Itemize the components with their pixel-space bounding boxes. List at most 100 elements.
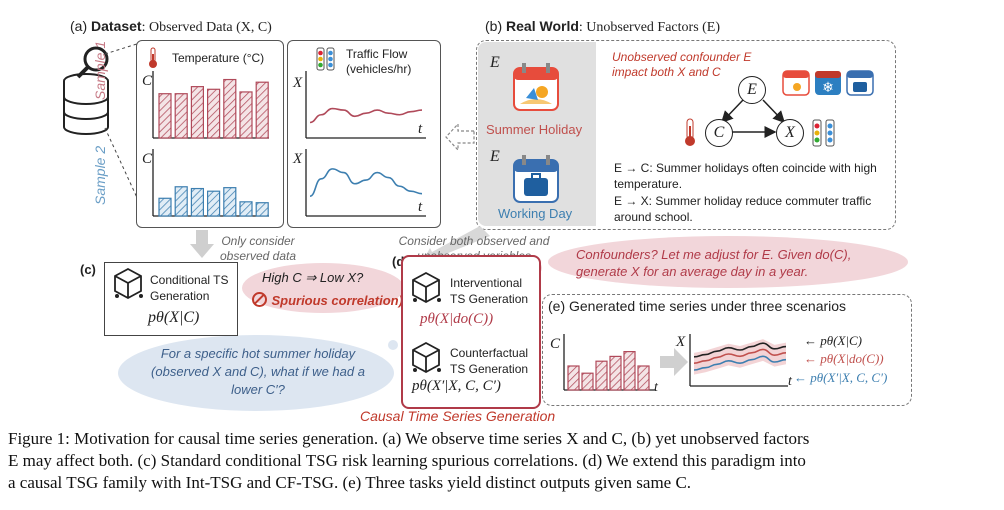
axis-x-label-s1: X [293, 75, 303, 91]
only-observed-text: Only consider observed data [219, 234, 297, 263]
thermometer-icon-b [684, 118, 696, 153]
panel-a-title: (a) Dataset: Observed Data (X, C) [70, 18, 272, 35]
e-bar-3 [609, 355, 622, 391]
temp-bar-s2-5 [239, 201, 253, 217]
causal-graph [720, 99, 786, 138]
panel-d-box [401, 255, 541, 409]
panel-b-box [476, 40, 896, 230]
temp-bar-s1-0 [158, 93, 172, 139]
panel-e-box [542, 294, 912, 406]
e-line-cond [693, 342, 787, 358]
e-to-c-text: E → C: Summer holidays often coincide wi… [614, 161, 877, 191]
temp-bar-s1-2 [190, 86, 205, 139]
e-axis-t2: t [788, 374, 792, 389]
sample2-label: Sample 2 [92, 145, 108, 205]
counterfactual-bubble-text: For a specific hot summer holiday (obser… [151, 346, 365, 397]
cube-icon-int [408, 270, 444, 311]
traffic-line-s1 [309, 107, 423, 124]
spurious-question: High C ⇒ Low X? [262, 270, 364, 285]
e-bar-4 [623, 351, 636, 391]
counterfactual-title: Counterfactual TS Generation [450, 346, 529, 376]
interventional-formula: pθ(X|do(C)) [420, 311, 494, 327]
counterfactual-bubble [118, 335, 394, 411]
axis-c-label-s1: C [142, 73, 153, 89]
axis-c-label-s2: C [142, 151, 153, 167]
axis-t-label-x2: t [418, 199, 423, 215]
cube-icon-c [110, 266, 146, 307]
caption-line-1: Figure 1: Motivation for causal time ser… [8, 429, 810, 448]
e-label-bottom: E [490, 148, 500, 165]
temp-bar-s2-6 [255, 202, 269, 217]
traffic-line-s2 [309, 168, 423, 197]
node-x: X [776, 119, 804, 147]
e-line-int [693, 348, 787, 364]
axis-x-label-s2: X [293, 151, 303, 167]
temp-bar-s1-1 [174, 93, 188, 139]
panel-e-title: (e) Generated time series under three sc… [548, 298, 847, 314]
panel-e-charts [563, 334, 788, 391]
e-bar-0 [567, 365, 580, 391]
panel-c-label: (c) [80, 262, 96, 277]
summer-label: Summer Holiday [486, 122, 583, 137]
temp-bar-s1-5 [239, 91, 253, 139]
work-calendar-icon [512, 154, 560, 209]
node-e: E [738, 76, 766, 104]
caption-line-2: E may affect both. (c) Standard conditio… [8, 451, 806, 470]
e-bar-5 [637, 365, 650, 391]
legend-cond: ← pθ(X|C) [804, 333, 862, 348]
temp-bar-s2-0 [158, 197, 172, 217]
counterfactual-formula: pθ(X′|X, C, C′) [412, 378, 501, 394]
temp-bar-s2-1 [174, 186, 188, 217]
causal-tsg-footer: Causal Time Series Generation [360, 408, 556, 424]
legend-cf: ← pθ(X′|X, C, C′) [794, 370, 888, 385]
down-arrow-a [190, 230, 214, 258]
temp-bar-s2-2 [190, 187, 205, 217]
e-axis-c: C [550, 336, 561, 352]
confounder-bubble [548, 236, 908, 288]
e-to-x-text: E → X: Summer holiday reduce commuter tr… [614, 194, 872, 224]
panel-b-title: (b) Real World: Unobserved Factors (E) [485, 18, 721, 35]
summer-calendar-icon [512, 62, 560, 117]
confounder-note: Unobserved confounder E impact both X an… [612, 50, 752, 79]
traffic-light-icon-b [812, 118, 838, 153]
legend-int: ← pθ(X|do(C)) [804, 351, 884, 366]
e-line-cf [693, 355, 787, 371]
temp-bar-s2-3 [206, 190, 221, 217]
calendar-icons-row: ❄ [782, 68, 876, 103]
interventional-title: Interventional TS Generation [450, 276, 529, 306]
conditional-formula: pθ(X|C) [148, 309, 200, 326]
traffic-light-icon [316, 47, 336, 78]
caption-line-3: a causal TSG family with Int-TSG and CF-… [8, 473, 692, 492]
temp-bar-s1-3 [206, 88, 221, 139]
e-axis-t1: t [654, 380, 658, 395]
traffic-label: Traffic Flow (vehicles/hr) [346, 47, 412, 76]
spurious-bubble [242, 263, 404, 313]
figure-caption: Figure 1: Motivation for causal time ser… [8, 428, 998, 494]
diagonal-arrow-d [422, 226, 490, 262]
thermometer-icon [148, 47, 158, 74]
temperature-box: Temperature (°C) C t C t [136, 40, 284, 228]
e-right-arrow [660, 348, 688, 376]
temp-bar-s1-4 [223, 78, 237, 139]
node-c: C [705, 119, 733, 147]
working-label: Working Day [498, 206, 573, 221]
traffic-charts [305, 71, 426, 217]
panel-c-box [104, 262, 238, 336]
conditional-title: Conditional TS Generation [150, 273, 229, 303]
temperature-label: Temperature (°C) [172, 51, 265, 65]
e-bar-2 [595, 360, 608, 391]
e-axis-x: X [676, 334, 686, 350]
confounder-bubble-text: Confounders? Let me adjust for E. Given … [576, 247, 852, 279]
e-label-top: E [490, 54, 500, 71]
temp-bar-s1-6 [255, 81, 269, 139]
no-entry-icon [252, 292, 267, 307]
spurious-warning: Spurious correlation) [252, 290, 403, 310]
dashed-left-arrow [445, 122, 475, 152]
temp-bar-s2-4 [223, 187, 237, 217]
e-bar-1 [581, 372, 594, 391]
counterfactual-bubble-puff [388, 340, 398, 350]
spurious-warning-text: Spurious correlation) [271, 293, 403, 308]
svg-text:❄: ❄ [822, 80, 834, 96]
axis-t-label-x1: t [418, 121, 423, 137]
database-icon [60, 45, 112, 135]
